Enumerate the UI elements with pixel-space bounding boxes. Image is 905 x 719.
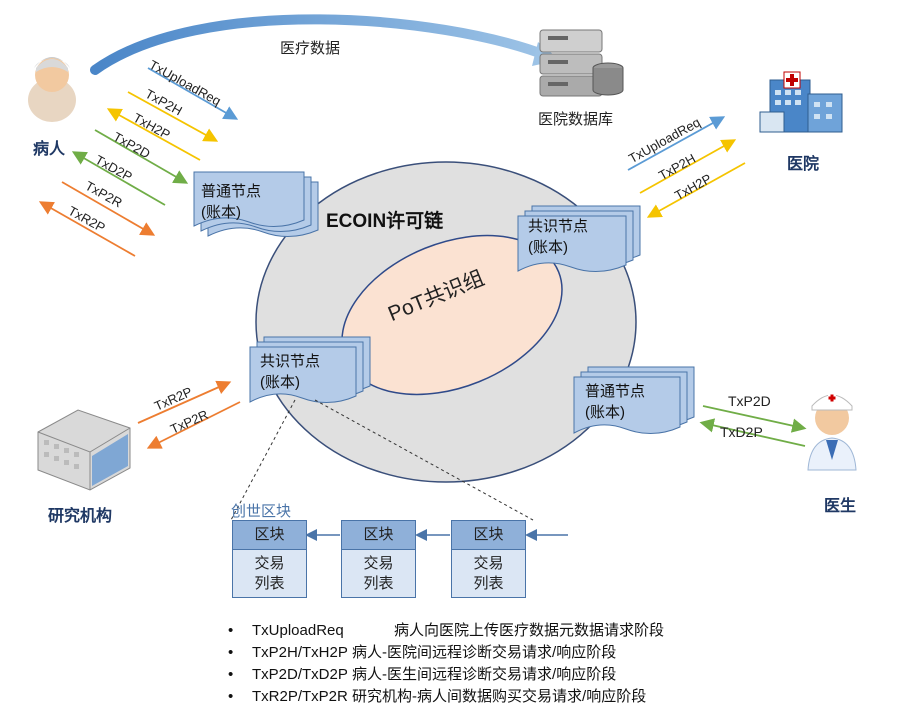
- node-subtitle: (账本): [528, 239, 568, 256]
- legend-item: TxR2P/TxP2R 研究机构-病人间数据购买交易请求/响应阶段: [228, 686, 664, 708]
- consensus-node-tr-label: 共识节点 (账本): [528, 216, 588, 258]
- legend-item: TxP2H/TxH2P 病人-医院间远程诊断交易请求/响应阶段: [228, 642, 664, 664]
- doctor-icon: [807, 394, 857, 471]
- hospital-building-icon: [759, 71, 843, 133]
- ordinary-node-br: [573, 366, 695, 434]
- block-body-line: 列表: [254, 575, 285, 592]
- research-txp2r-arrow: [146, 401, 241, 449]
- doctor-tx-label: TxD2P: [720, 424, 763, 440]
- patient-txp2r-arrow: [61, 181, 156, 236]
- ecoin-chain-title: ECOIN许可链: [326, 211, 444, 232]
- block-body: 交易列表: [342, 550, 415, 597]
- doctor-txp2d-arrow: [702, 405, 807, 433]
- medical-data-arrow: [90, 14, 550, 75]
- legend: TxUploadReq 病人向医院上传医疗数据元数据请求阶段 TxP2H/TxH2…: [228, 620, 664, 708]
- medical-data-label: 医疗数据: [280, 40, 341, 57]
- genesis-block-label: 创世区块: [231, 503, 292, 520]
- block-head: 区块: [452, 521, 525, 550]
- patient-txuploadreq-arrow: [147, 67, 239, 120]
- block: 区块 交易列表: [341, 520, 416, 598]
- ordinary-node-tl-label: 普通节点 (账本): [201, 181, 261, 223]
- legend-code: TxUploadReq: [252, 622, 344, 639]
- block-body-line: 交易: [473, 555, 504, 572]
- legend-item: TxUploadReq 病人向医院上传医疗数据元数据请求阶段: [228, 620, 664, 642]
- patient-txr2p-arrow: [38, 201, 136, 257]
- ordinary-node-tl: [193, 171, 319, 237]
- hospital-txp2h-arrow: [639, 139, 737, 194]
- legend-desc: 病人-医院间远程诊断交易请求/响应阶段: [352, 644, 617, 661]
- node-subtitle: (账本): [201, 204, 241, 221]
- patient-icon: [28, 57, 76, 122]
- research-txr2p-arrow: [137, 380, 232, 424]
- legend-code: TxP2D/TxD2P: [252, 666, 348, 683]
- patient-txp2d-arrow: [94, 129, 189, 184]
- zoom-line-left: [230, 399, 296, 521]
- hospital-txuploadreq-arrow: [627, 116, 726, 171]
- node-subtitle: (账本): [260, 374, 300, 391]
- node-title: 普通节点: [585, 383, 646, 400]
- block-body-line: 列表: [363, 575, 394, 592]
- doctor-label: 医生: [824, 498, 857, 515]
- node-title: 普通节点: [201, 183, 262, 200]
- legend-item: TxP2D/TxD2P 病人-医生间远程诊断交易请求/响应阶段: [228, 664, 664, 686]
- legend-desc: 研究机构-病人间数据购买交易请求/响应阶段: [352, 688, 647, 705]
- patient-txd2p-arrow: [71, 151, 166, 206]
- legend-desc: 病人向医院上传医疗数据元数据请求阶段: [394, 622, 665, 639]
- block-body: 交易列表: [452, 550, 525, 597]
- block-body-line: 交易: [254, 555, 285, 572]
- block-body: 交易列表: [233, 550, 306, 597]
- hospital-label: 医院: [787, 156, 820, 173]
- node-title: 共识节点: [528, 218, 589, 235]
- hospital-db-label: 医院数据库: [538, 111, 614, 128]
- doctor-tx-label: TxP2D: [728, 393, 771, 409]
- ordinary-node-br-label: 普通节点 (账本): [585, 381, 645, 423]
- patient-txp2h-arrow: [127, 91, 219, 142]
- consensus-node-tr: [517, 205, 641, 272]
- database-server-icon: [539, 29, 624, 97]
- hospital-txh2p-arrow: [646, 162, 746, 218]
- doctor-txd2p-arrow: [699, 418, 806, 447]
- patient-txh2p-arrow: [106, 108, 201, 161]
- block: 区块 交易列表: [451, 520, 526, 598]
- consensus-node-ml: [249, 336, 371, 403]
- block-head: 区块: [342, 521, 415, 550]
- node-subtitle: (账本): [585, 404, 625, 421]
- research-label: 研究机构: [48, 508, 113, 525]
- genesis-block: 区块 交易列表: [232, 520, 307, 598]
- block-body-line: 交易: [363, 555, 394, 572]
- block-body-line: 列表: [473, 575, 504, 592]
- legend-code: TxP2H/TxH2P: [252, 644, 348, 661]
- block-head: 区块: [233, 521, 306, 550]
- research-institute-icon: [37, 409, 131, 491]
- patient-label: 病人: [33, 141, 66, 158]
- legend-code: TxR2P/TxP2R: [252, 688, 348, 705]
- consensus-node-ml-label: 共识节点 (账本): [260, 351, 320, 393]
- node-title: 共识节点: [260, 353, 321, 370]
- legend-desc: 病人-医生间远程诊断交易请求/响应阶段: [352, 666, 617, 683]
